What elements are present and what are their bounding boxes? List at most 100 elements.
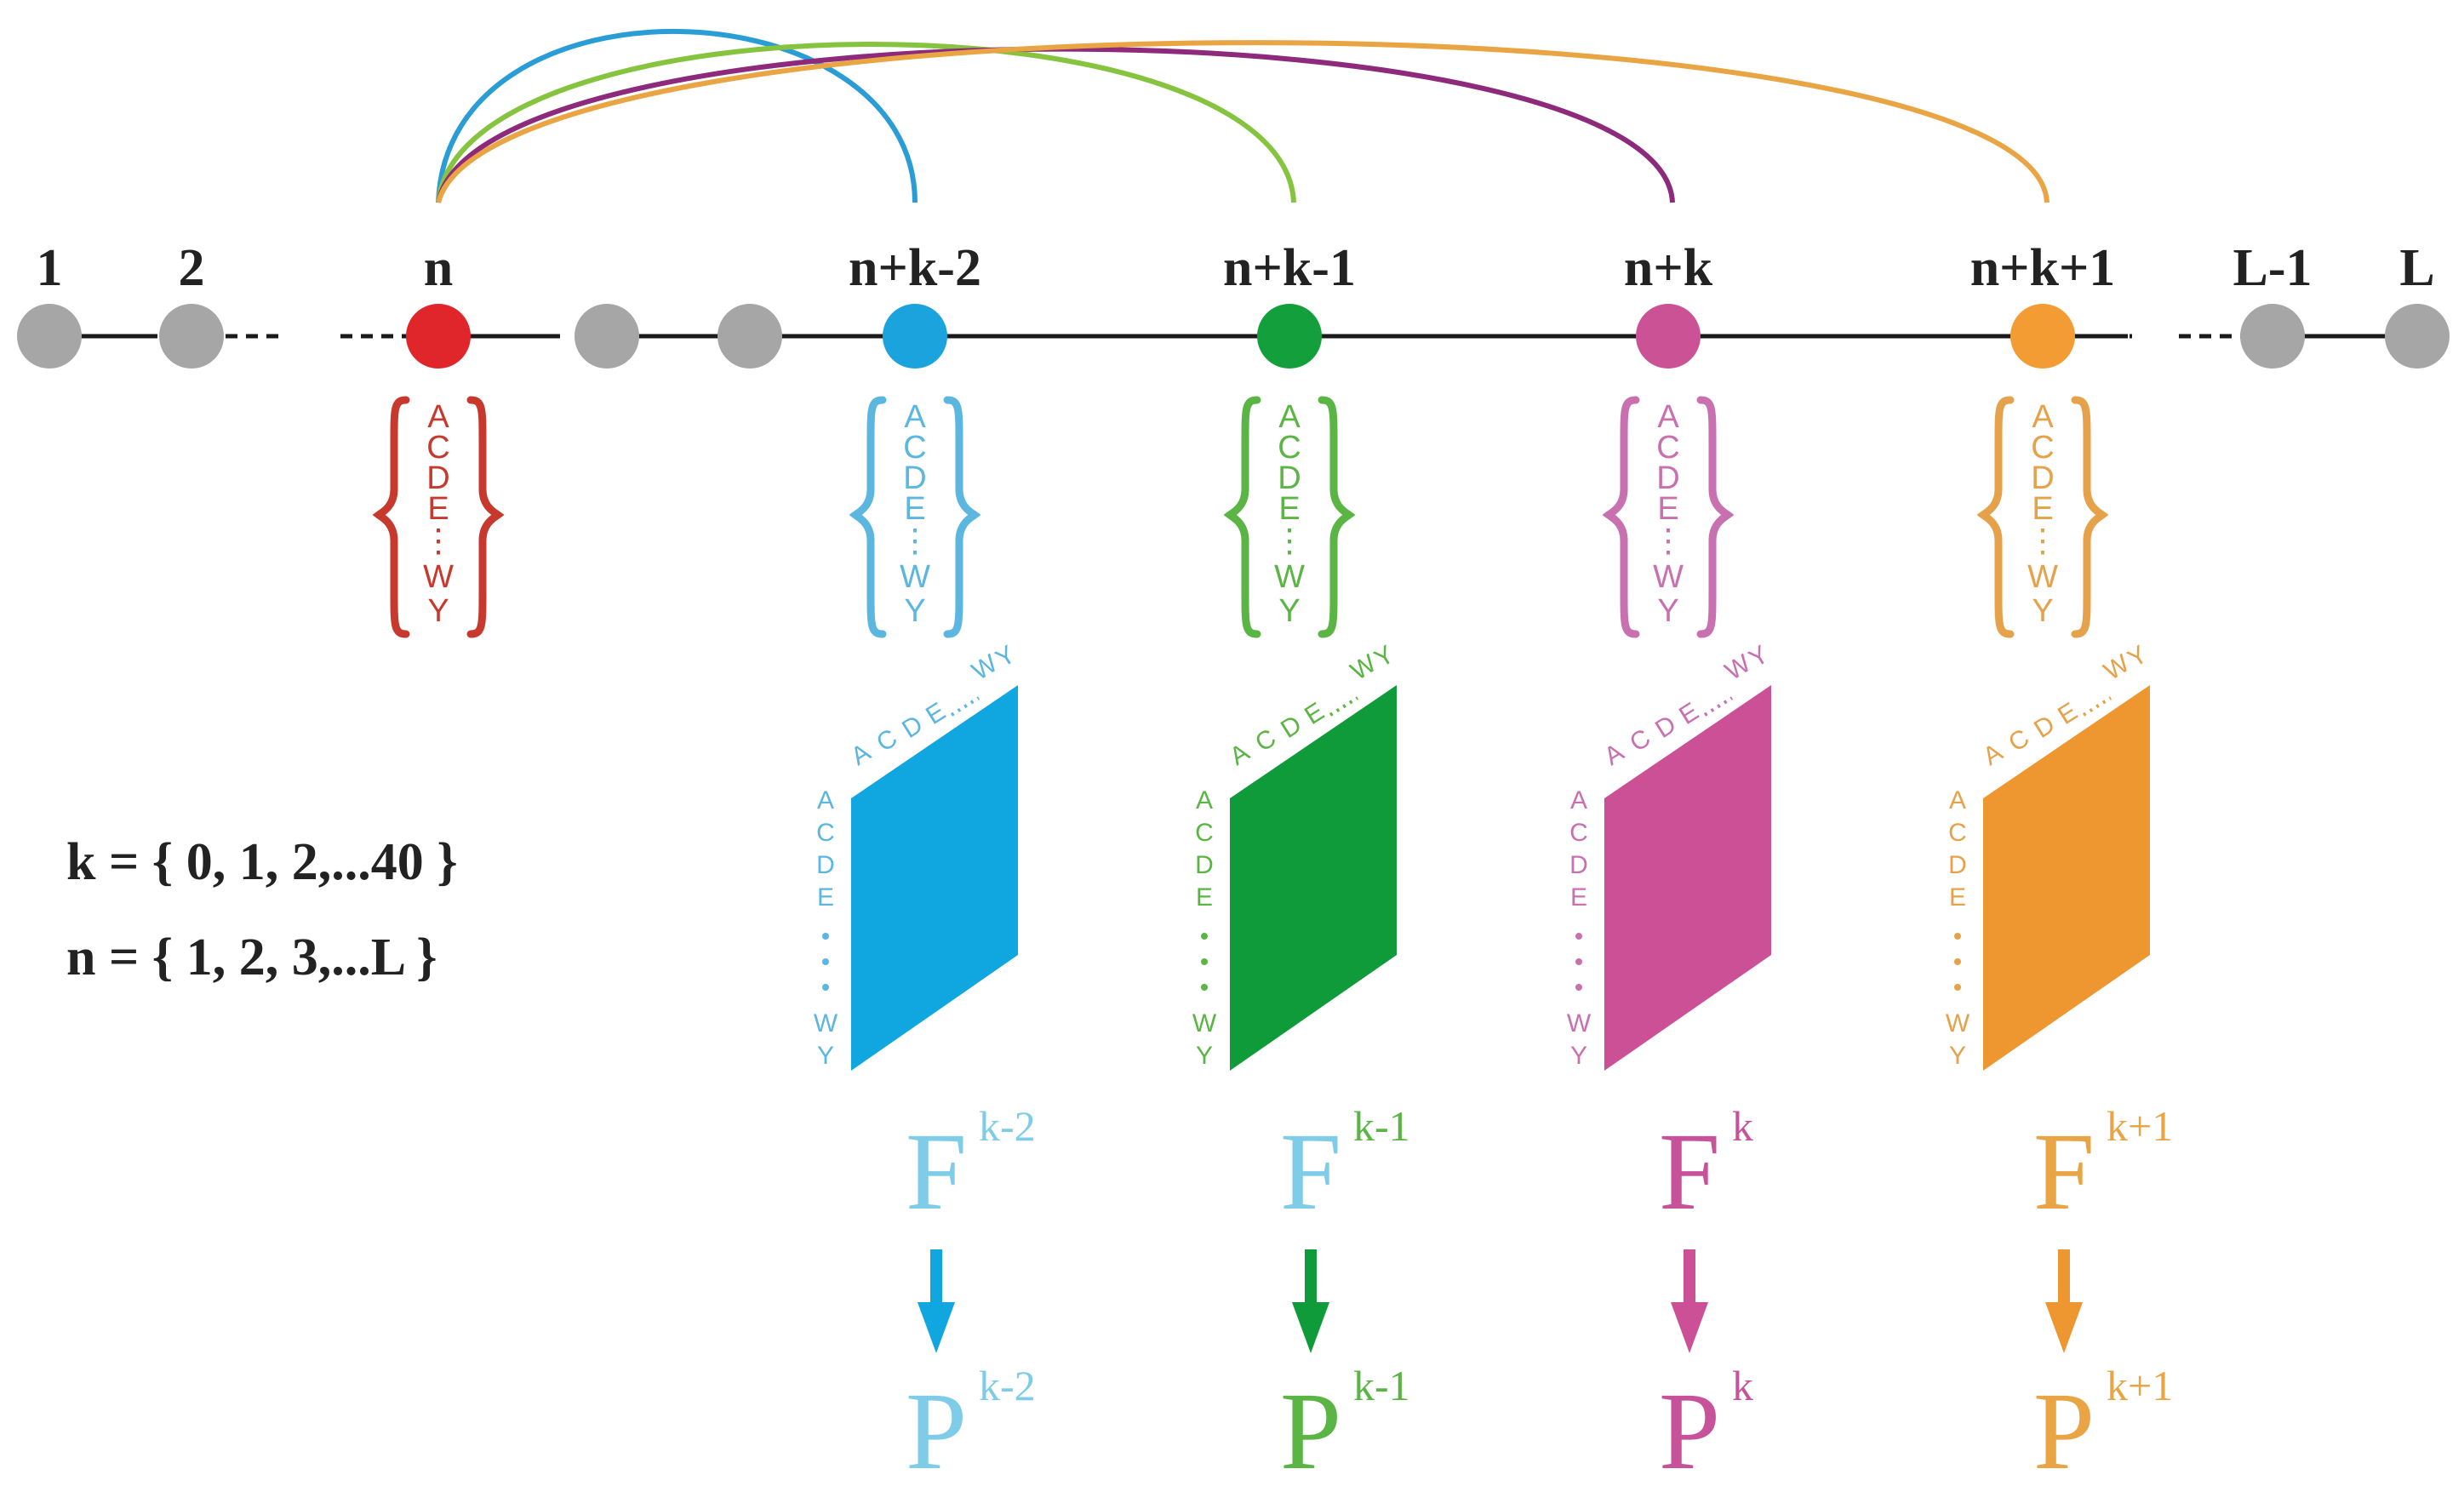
- matrix-row-ellipsis: [822, 933, 829, 940]
- residue-node: [717, 304, 782, 369]
- residue-node: [883, 304, 947, 369]
- frequency-label: F: [906, 1111, 967, 1233]
- matrix-panel: [1604, 685, 1771, 1071]
- pair-arc: [436, 40, 2050, 203]
- matrix-row-label: A: [1949, 786, 1966, 814]
- matrix-column-label: A: [1225, 738, 1254, 771]
- down-arrow-head: [1671, 1302, 1708, 1353]
- amino-acid-letter: A: [1278, 399, 1301, 435]
- matrix-row-ellipsis: [822, 984, 829, 991]
- brace-curve: [1976, 396, 2015, 638]
- down-arrow-head: [1292, 1302, 1329, 1353]
- amino-acid-letter: Y: [1657, 593, 1678, 629]
- frequency-matrices: ACDEWYACDEWYACDEWYACDEWYACDEWYACDEWYACDE…: [814, 640, 2152, 1071]
- matrix-column-label: D: [1276, 710, 1306, 743]
- frequency-label: F: [1659, 1111, 1720, 1233]
- matrix-row-label: D: [816, 851, 835, 879]
- amino-acid-letter: W: [423, 559, 454, 595]
- amino-acid-letter: W: [900, 559, 930, 595]
- matrix-row-label: W: [1946, 1009, 1970, 1037]
- matrix-column-ellipsis: [1329, 696, 1359, 717]
- matrix-row-label: Y: [1196, 1042, 1213, 1070]
- matrix-row-ellipsis: [822, 958, 829, 965]
- matrix-row-label: Y: [817, 1042, 834, 1070]
- matrix-row-ellipsis: [1575, 984, 1582, 991]
- residue-node: [17, 304, 82, 369]
- probability-label: P: [1280, 1370, 1341, 1486]
- amino-acid-letter: ⋮: [899, 523, 931, 559]
- brace-curve: [849, 396, 887, 638]
- frequency-label: F: [1280, 1111, 1341, 1233]
- matrix-row-label: W: [1567, 1009, 1592, 1037]
- matrix-row-ellipsis: [1201, 958, 1208, 965]
- matrix-column-label: E: [1674, 697, 1703, 730]
- matrix-row-label: D: [1569, 851, 1588, 879]
- pair-arc: [436, 28, 918, 203]
- residue-label: n+k-2: [849, 239, 981, 297]
- amino-acid-letter: ⋮: [2027, 523, 2059, 559]
- brace-curve: [1602, 396, 1640, 638]
- matrix-row-label: Y: [1570, 1042, 1587, 1070]
- pair-arcs: [436, 28, 2050, 203]
- matrix-row-ellipsis: [1575, 933, 1582, 940]
- matrix-row-ellipsis: [1954, 958, 1961, 965]
- frequency-superscript: k-2: [979, 1102, 1036, 1150]
- matrix-row-label: A: [817, 786, 834, 814]
- brace-curve: [466, 396, 505, 638]
- matrix-row-label: W: [1192, 1009, 1217, 1037]
- residue-label: n+k: [1624, 239, 1713, 297]
- brace-curve: [2071, 396, 2109, 638]
- probability-label: P: [2033, 1370, 2095, 1486]
- matrix-row-label: E: [1949, 883, 1966, 912]
- residue-node: [575, 304, 639, 369]
- probability-label: P: [906, 1370, 967, 1486]
- matrix-column-label: A: [1978, 738, 2007, 771]
- residue-node: [2010, 304, 2075, 369]
- amino-acid-letter: A: [904, 399, 926, 435]
- matrix-row-label: W: [814, 1009, 838, 1037]
- matrix-column-label: D: [1650, 710, 1681, 743]
- matrix-column-ellipsis: [2082, 696, 2112, 717]
- matrix-row-label: D: [1195, 851, 1214, 879]
- amino-acid-letter: C: [1656, 430, 1679, 466]
- down-arrow-head: [918, 1302, 955, 1353]
- frequency-superscript: k: [1732, 1102, 1753, 1150]
- matrix-row-ellipsis: [1201, 984, 1208, 991]
- amino-acid-letter: ⋮: [422, 523, 454, 559]
- matrix-column-label: A: [1599, 738, 1628, 771]
- amino-acid-letter: W: [1653, 559, 1684, 595]
- matrix-row-label: C: [1569, 819, 1588, 847]
- matrix-column-label: C: [1250, 723, 1281, 757]
- amino-acid-letter: E: [2032, 491, 2053, 527]
- amino-acid-letter: A: [427, 399, 449, 435]
- residue-label: L: [2399, 239, 2434, 297]
- brace-curve: [943, 396, 981, 638]
- residue-node: [159, 304, 224, 369]
- matrix-column-ellipsis: [1703, 696, 1734, 717]
- amino-acid-letter: Y: [427, 593, 449, 629]
- pair-arc: [436, 42, 1296, 203]
- frequency-superscript: k-1: [1353, 1102, 1410, 1150]
- matrix-panel: [1230, 685, 1397, 1071]
- matrix-row-label: E: [817, 883, 834, 912]
- amino-acid-letter: C: [1278, 430, 1301, 466]
- matrix-row-label: E: [1570, 883, 1587, 912]
- amino-acid-letter: Y: [904, 593, 925, 629]
- residue-label: n+k-1: [1223, 239, 1356, 297]
- matrix-row-label: Y: [1949, 1042, 1966, 1070]
- matrix-row-ellipsis: [1954, 984, 1961, 991]
- amino-acid-letter: C: [426, 430, 449, 466]
- brace-curve: [1696, 396, 1735, 638]
- matrix-row-label: A: [1570, 786, 1587, 814]
- amino-acid-letter: W: [1274, 559, 1305, 595]
- amino-acid-letter: Y: [1278, 593, 1300, 629]
- amino-acid-letter: ⋮: [1652, 523, 1684, 559]
- amino-acid-letter: C: [903, 430, 926, 466]
- probability-label: P: [1659, 1370, 1720, 1486]
- matrix-panel: [851, 685, 1018, 1071]
- brace-curve: [1223, 396, 1261, 638]
- matrix-row-ellipsis: [1954, 933, 1961, 940]
